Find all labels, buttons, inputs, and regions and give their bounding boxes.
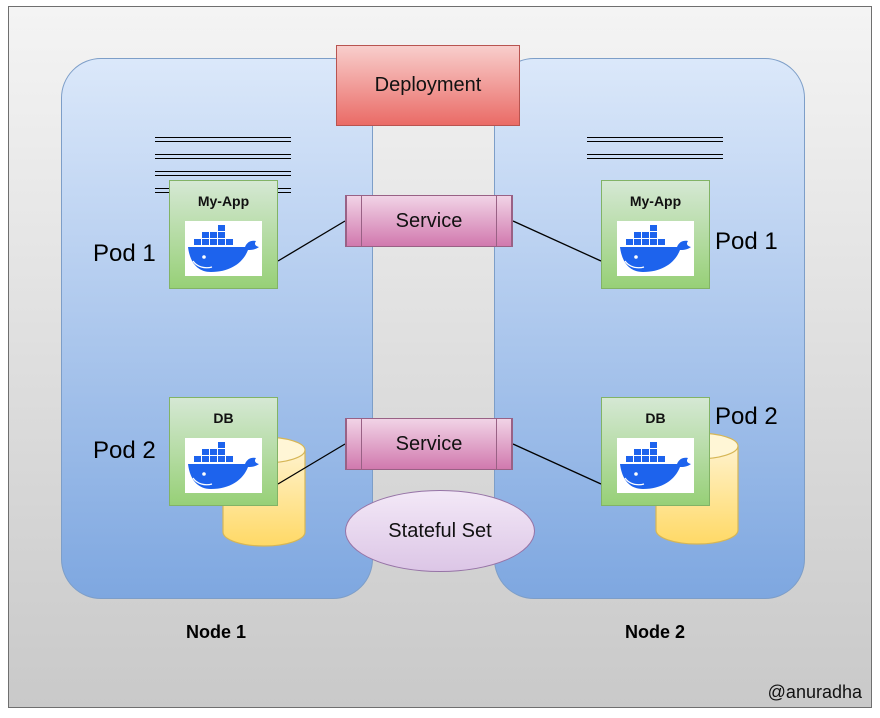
pod-label: Pod 1 [715,228,778,255]
pod-db-node1: DB [169,397,278,506]
pod-title: My-App [629,193,682,209]
docker-whale-icon [185,221,262,276]
pod-title: DB [213,410,234,426]
service-label: Service [395,209,463,232]
pod-title: DB [645,410,666,426]
service-box-app: Service [345,195,513,247]
pod-label: Pod 2 [93,437,156,464]
pod-label: Pod 2 [715,403,778,430]
node-1 [61,58,373,599]
service-label: Service [395,432,463,455]
docker-whale-icon [185,438,262,493]
stateful-set-label: Stateful Set [388,519,492,542]
pod-db-node2: DB [601,397,710,506]
replica-lines-node2 [587,137,723,162]
pod-myapp-node2: My-App [601,180,710,289]
pod-label: Pod 1 [93,240,156,267]
docker-whale-icon [617,438,694,493]
service-box-db: Service [345,418,513,470]
node-label: Node 1 [185,622,246,642]
node-label: Node 2 [624,622,685,642]
deployment-label: Deployment [374,74,482,96]
stateful-set-ellipse: Stateful Set [345,490,535,572]
author-credit: @anuradha [767,682,862,702]
pod-title: My-App [197,193,250,209]
deployment-box: Deployment [336,45,520,126]
pod-myapp-node1: My-App [169,180,278,289]
node-2 [494,58,805,599]
docker-whale-icon [617,221,694,276]
